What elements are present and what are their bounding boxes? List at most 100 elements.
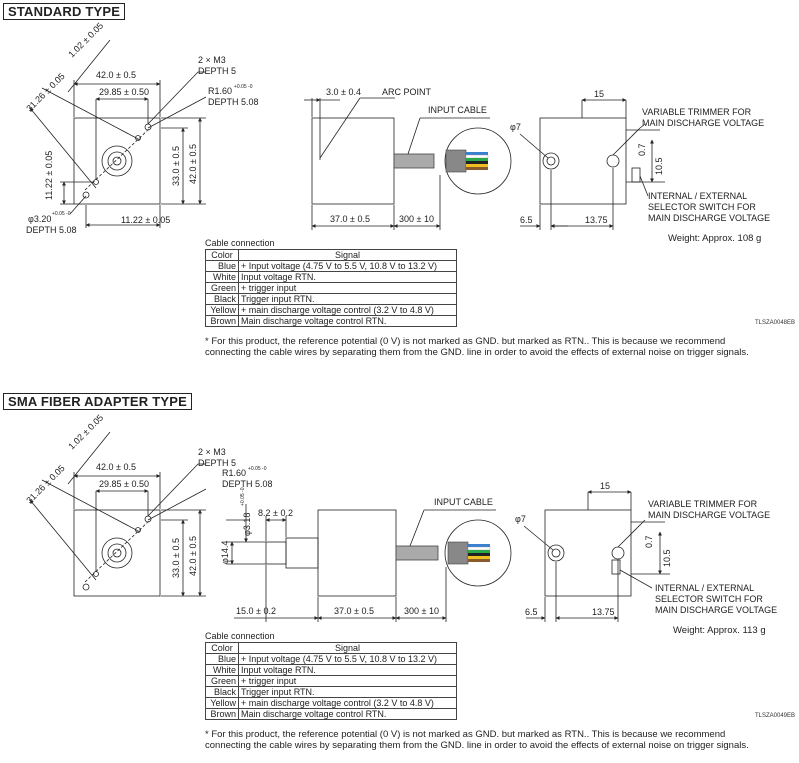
dim-d82: 8.2 ± 0.2 [258, 508, 293, 518]
dim-r160: R1.60 [208, 86, 232, 96]
center-boss [101, 145, 133, 177]
cell-color: Green [205, 282, 239, 294]
cable-detail-circle [444, 519, 512, 587]
cell-signal: + Input voltage (4.75 V to 5.5 V, 10.8 V… [238, 260, 457, 272]
cell-signal: Trigger input RTN. [238, 293, 457, 305]
side-view-body [311, 117, 395, 205]
cell-color: Black [205, 686, 239, 698]
dim-depth5: DEPTH 5 [198, 66, 236, 76]
cell-color: Yellow [205, 304, 239, 316]
cable-connection-label: Cable connection [205, 238, 275, 248]
dim-h1122: 11.22 ± 0.05 [121, 215, 170, 225]
cell-color: Brown [205, 315, 239, 327]
cell-signal: Input voltage RTN. [238, 664, 457, 676]
dim-r160-tol: +0.05 -0 [248, 466, 267, 472]
cell-signal: + main discharge voltage control (3.2 V … [238, 304, 457, 316]
dim-phi318-tol: +0.05 -0 [240, 487, 246, 506]
dim-m3: 2 × M3 [198, 55, 226, 65]
cell-color: White [205, 664, 239, 676]
dim-d65: 6.5 [525, 607, 538, 617]
label-switch1: INTERNAL / EXTERNAL [655, 583, 754, 593]
dim-phi320: φ3.20 [28, 214, 51, 224]
table-row: Yellow+ main discharge voltage control (… [205, 304, 457, 316]
dim-w42: 42.0 ± 0.5 [96, 70, 136, 80]
cell-color: Yellow [205, 697, 239, 709]
dim-v42: 42.0 ± 0.5 [188, 144, 198, 184]
header-signal: Signal [238, 249, 457, 261]
label-switch1: INTERNAL / EXTERNAL [648, 191, 747, 201]
cell-signal: Main discharge voltage control RTN. [238, 708, 457, 720]
cell-signal: + trigger input [238, 282, 457, 294]
dim-d15: 15 [600, 481, 610, 491]
dim-phi320-tol: +0.05 -0 [52, 211, 71, 217]
weight-standard: Weight: Approx. 108 g [668, 233, 762, 244]
label-switch2: SELECTOR SWITCH FOR [655, 594, 763, 604]
dim-phi318: φ3.18 [242, 513, 252, 536]
label-input-cable: INPUT CABLE [434, 497, 493, 507]
table-header: Color Signal [205, 249, 457, 261]
dim-d30: 3.0 ± 0.4 [326, 87, 361, 97]
label-switch3: MAIN DISCHARGE VOLTAGE [648, 213, 770, 223]
dim-depth508a: DEPTH 5.08 [222, 479, 273, 489]
dim-d37: 37.0 ± 0.5 [334, 606, 374, 616]
note-sma: * For this product, the reference potent… [205, 729, 749, 751]
dim-v42: 42.0 ± 0.5 [188, 536, 198, 576]
label-switch3: MAIN DISCHARGE VOLTAGE [655, 605, 777, 615]
section-title-sma: SMA FIBER ADAPTER TYPE [3, 393, 192, 410]
dim-r160-tol: +0.05 -0 [234, 84, 253, 90]
dim-d37: 37.0 ± 0.5 [330, 214, 370, 224]
label-arc: ARC POINT [382, 87, 432, 97]
label-switch2: SELECTOR SWITCH FOR [648, 202, 756, 212]
dim-diag1: 31.26 ± 0.05 [24, 463, 66, 505]
dim-d07: 0.7 [637, 143, 647, 156]
table-row: Blue+ Input voltage (4.75 V to 5.5 V, 10… [205, 260, 457, 272]
cell-signal: Main discharge voltage control RTN. [238, 315, 457, 327]
note-standard: * For this product, the reference potent… [205, 336, 749, 358]
dim-d65: 6.5 [520, 215, 533, 225]
cell-color: Green [205, 675, 239, 687]
side-view-body [317, 509, 397, 597]
dim-v1122: 11.22 ± 0.05 [44, 151, 54, 200]
dim-d300: 300 ± 10 [404, 606, 439, 616]
table-row: Green+ trigger input [205, 282, 457, 294]
cable-connection-label: Cable connection [205, 631, 275, 641]
cell-signal: Input voltage RTN. [238, 271, 457, 283]
label-trimmer2: MAIN DISCHARGE VOLTAGE [642, 118, 764, 128]
label-trimmer1: VARIABLE TRIMMER FOR [642, 107, 752, 117]
cell-color: Blue [205, 653, 239, 665]
dim-d300: 300 ± 10 [399, 214, 434, 224]
table-header: Color Signal [205, 642, 457, 654]
dim-depth508b: DEPTH 5.08 [26, 225, 77, 235]
dim-d1375: 13.75 [592, 607, 615, 617]
dim-depth5: DEPTH 5 [198, 458, 236, 468]
header-signal: Signal [238, 642, 457, 654]
cell-signal: Trigger input RTN. [238, 686, 457, 698]
dim-v33: 33.0 ± 0.5 [171, 538, 181, 578]
drawing-code-sma: TLSZA0049EB [755, 713, 796, 719]
cell-color: Black [205, 293, 239, 305]
dim-phi7: φ7 [510, 122, 521, 132]
cell-signal: + Input voltage (4.75 V to 5.5 V, 10.8 V… [238, 653, 457, 665]
table-row: Green+ trigger input [205, 675, 457, 687]
sma-drawing: 31.26 ± 0.05 1.02 ± 0.05 2 × M3 DEPTH 5 … [24, 413, 777, 622]
cell-signal: + main discharge voltage control (3.2 V … [238, 697, 457, 709]
dim-r160: R1.60 [222, 468, 246, 478]
drawing-code-standard: TLSZA0048EB [755, 320, 796, 326]
header-color: Color [205, 642, 239, 654]
dim-d07: 0.7 [644, 535, 654, 548]
cell-signal: + trigger input [238, 675, 457, 687]
cell-color: Brown [205, 708, 239, 720]
cell-color: Blue [205, 260, 239, 272]
cable-sleeve [393, 153, 435, 169]
table-row: Blue+ Input voltage (4.75 V to 5.5 V, 10… [205, 653, 457, 665]
cell-color: White [205, 271, 239, 283]
dim-d150: 15.0 ± 0.2 [236, 606, 276, 616]
weight-sma: Weight: Approx. 113 g [673, 625, 766, 636]
table-row: Yellow+ main discharge voltage control (… [205, 697, 457, 709]
